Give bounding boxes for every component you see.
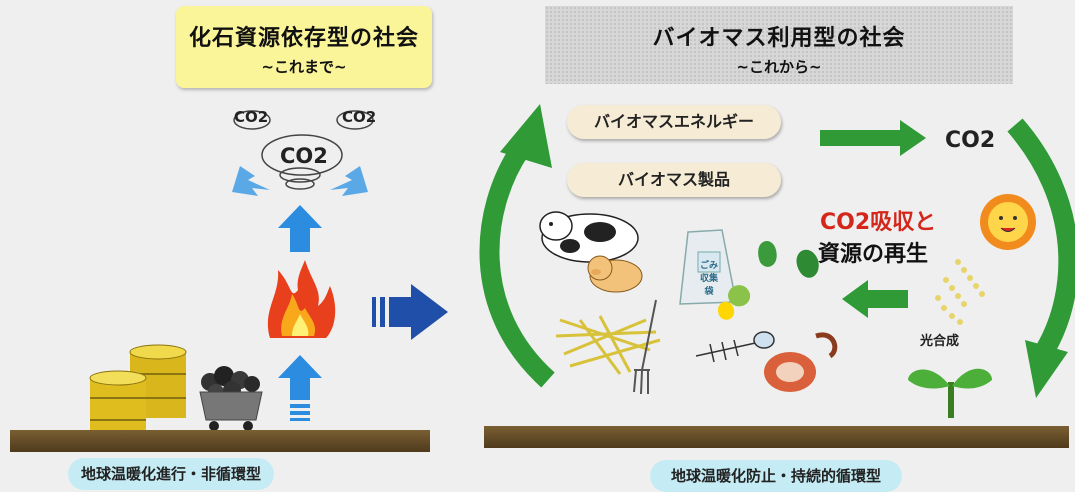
left-subtitle: ~これまで~ [261,58,347,76]
resource-regen-label: 資源の再生 [818,242,929,267]
right-subtitle: ~これから~ [736,58,822,76]
left-title-box: 化石資源依存型の社会 ~これまで~ [176,6,432,88]
straw-icon [555,315,661,375]
right-ground [484,426,1069,448]
smoke-arrow-right-icon [330,166,368,196]
co2-label-biomass: CO2 [945,128,996,153]
smoke-icon [233,110,374,190]
fire-icon [267,260,336,338]
sun-icon [980,194,1036,250]
up-arrow-icon [278,205,322,252]
cycle-arrow-right-icon [1007,118,1075,356]
right-title: バイオマス利用型の社会 [652,26,906,51]
biomass-energy-pill: バイオマスエネルギー [567,105,781,139]
arrow-to-co2-icon [820,120,926,156]
right-footer: 地球温暖化防止・持続的循環型 [650,460,902,492]
left-footer: 地球温暖化進行・非循環型 [68,458,274,490]
biomass-illustration [479,104,1075,418]
transition-arrow-icon [372,284,448,340]
vegetables-icon [718,240,819,320]
cycle-arrow-left-icon [479,144,555,388]
co2-label-center: CO2 [280,144,328,168]
sunlight-dots-icon [935,259,985,325]
fossil-illustration [89,110,448,436]
oil-drum-icon [89,344,187,436]
up-arrow-lower-icon [278,355,322,400]
coal-cart-icon [199,366,263,431]
biomass-products-pill: バイオマス製品 [567,163,781,197]
pig-icon [587,255,643,293]
food-waste-icon [764,332,838,392]
fish-bone-icon [695,331,775,363]
sprout-icon [908,368,992,418]
garbage-bag-label: ごみ収集袋 [700,261,719,297]
left-title: 化石資源依存型の社会 [188,26,419,51]
co2-label-right: CO2 [342,108,377,126]
right-title-box: バイオマス利用型の社会 ~これから~ [545,6,1013,84]
left-ground [10,430,430,452]
arrow-to-resources-icon [842,280,908,318]
cow-icon [539,211,639,263]
photosynthesis-label: 光合成 [920,334,960,349]
co2-label-left: CO2 [234,108,269,126]
smoke-arrow-left-icon [232,166,270,196]
co2-absorb-label: CO2吸収と [820,210,937,235]
pitchfork-icon [633,299,657,395]
